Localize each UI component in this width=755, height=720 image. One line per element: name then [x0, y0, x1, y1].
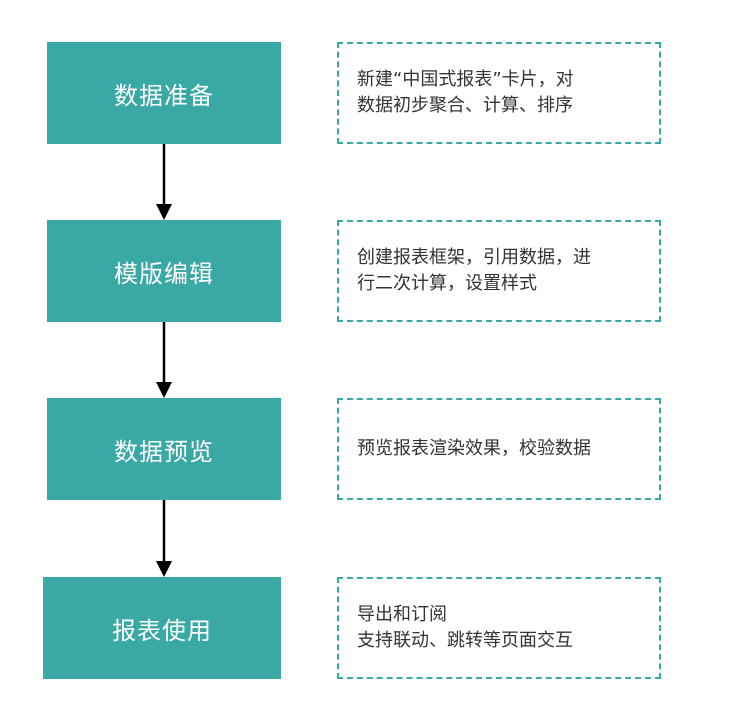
arrowhead-1 — [156, 204, 172, 220]
note-line: 预览报表渲染效果，校验数据 — [357, 438, 591, 459]
step-report-use: 报表使用 — [43, 577, 281, 679]
step-label: 模版编辑 — [114, 259, 214, 288]
step-label: 数据准备 — [114, 81, 214, 110]
note-line: 导出和订阅 — [357, 604, 447, 625]
note-line: 支持联动、跳转等页面交互 — [357, 630, 573, 651]
note-data-preview: 预览报表渲染效果，校验数据 — [337, 398, 661, 500]
arrowhead-3 — [156, 561, 172, 577]
step-data-prep: 数据准备 — [47, 42, 281, 144]
step-template-edit: 模版编辑 — [47, 220, 281, 322]
note-line: 创建报表框架，引用数据，进 — [357, 247, 591, 268]
step-data-preview: 数据预览 — [47, 398, 281, 500]
arrowhead-2 — [156, 382, 172, 398]
note-template-edit: 创建报表框架，引用数据，进 行二次计算，设置样式 — [337, 220, 661, 322]
note-line: 新建“中国式报表”卡片，对 — [357, 69, 574, 90]
note-data-prep: 新建“中国式报表”卡片，对 数据初步聚合、计算、排序 — [337, 42, 661, 144]
step-label: 数据预览 — [114, 437, 214, 466]
note-line: 数据初步聚合、计算、排序 — [357, 95, 573, 116]
note-line: 行二次计算，设置样式 — [357, 273, 537, 294]
note-report-use: 导出和订阅 支持联动、跳转等页面交互 — [337, 577, 661, 679]
step-label: 报表使用 — [112, 616, 212, 645]
